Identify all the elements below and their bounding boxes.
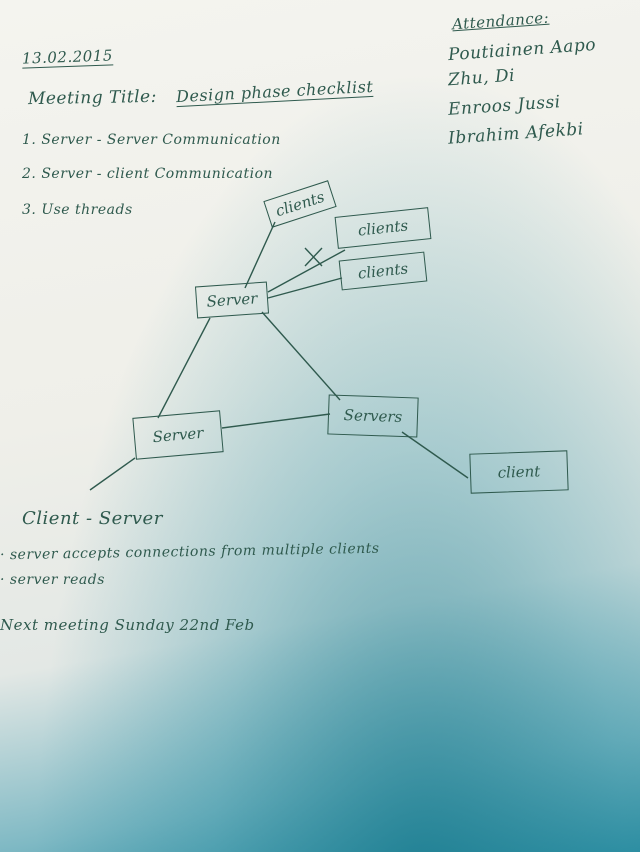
bullet-dash: ·: [0, 572, 10, 588]
link-line: [244, 221, 276, 289]
client-node: client: [469, 450, 569, 494]
server-node: Servers: [327, 394, 419, 438]
agenda-number: 1.: [22, 132, 37, 148]
agenda-text: Use threads: [41, 202, 133, 218]
agenda-item: 1. Server - Server Communication: [22, 132, 281, 148]
server-node: Server: [132, 410, 224, 460]
agenda-number: 2.: [22, 166, 37, 182]
server-node: Server: [194, 281, 270, 319]
link-line: [401, 431, 469, 479]
cross-mark: [304, 247, 323, 267]
bullet-dash: ·: [0, 547, 11, 564]
agenda-text: Server - Server Communication: [41, 132, 281, 148]
agenda-text: Server - client Communication: [41, 166, 274, 182]
next-meeting-note: Next meeting Sunday 22nd Feb: [0, 616, 255, 634]
link-line: [157, 317, 211, 419]
link-line: [89, 457, 136, 491]
link-line: [221, 413, 331, 429]
agenda-number: 3.: [22, 202, 37, 218]
link-line: [267, 249, 346, 293]
section-title: Client - Server: [22, 508, 163, 529]
bullet-text: server reads: [9, 572, 105, 588]
link-line: [261, 311, 341, 401]
link-line: [267, 277, 343, 299]
note-bullet: · server reads: [0, 572, 105, 588]
agenda-item: 3. Use threads: [22, 202, 133, 218]
agenda-item: 2. Server - client Communication: [22, 166, 273, 182]
